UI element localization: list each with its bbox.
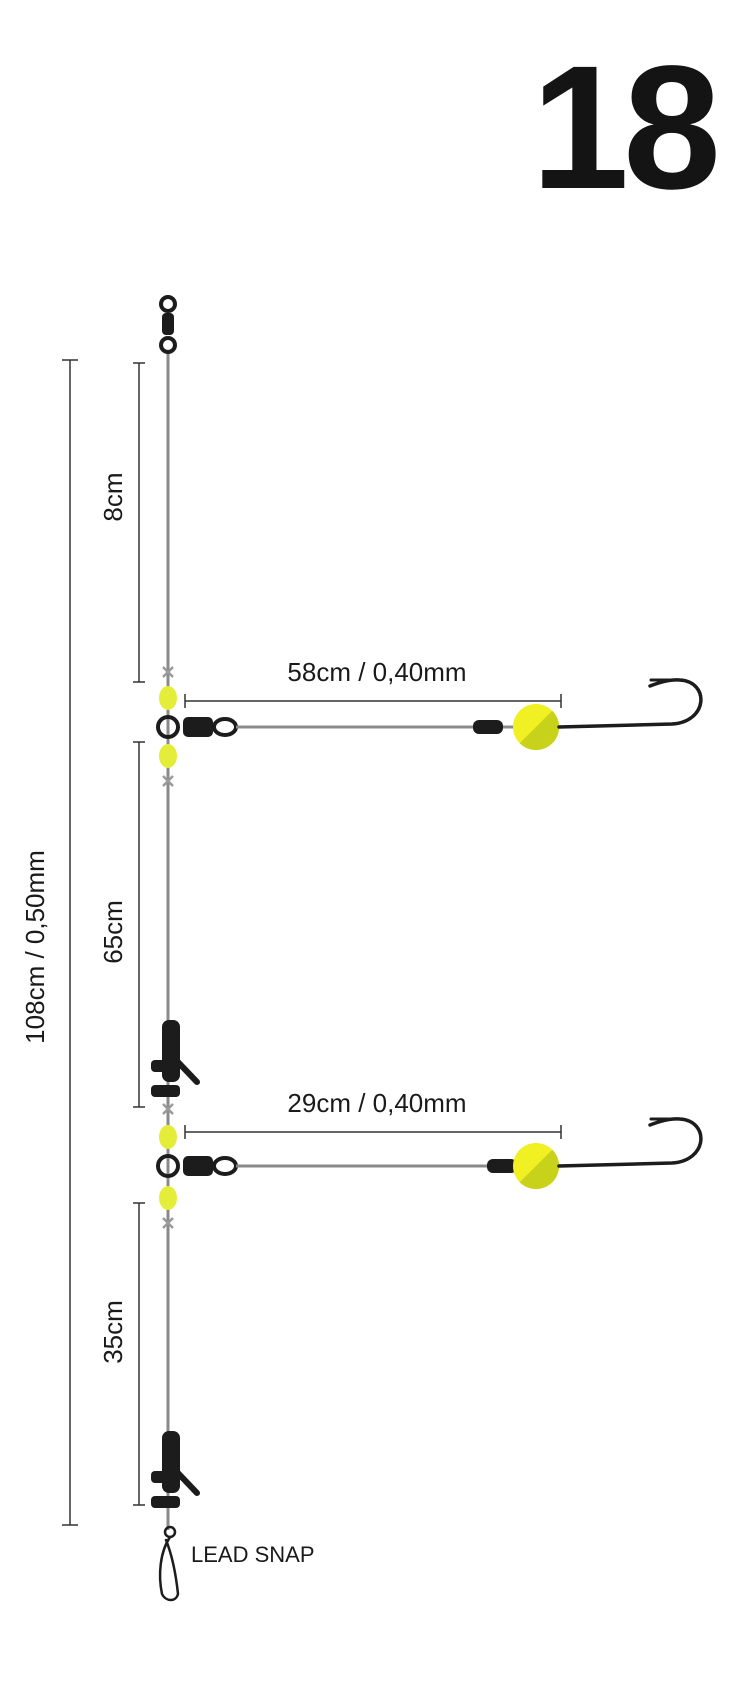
stop-knot-icon (162, 1217, 174, 1229)
total-length-dimension (62, 359, 78, 1526)
swivel-icon (159, 295, 177, 354)
section-middle-label: 65cm (98, 900, 128, 964)
three-way-swivel-icon (156, 715, 238, 739)
stop-knot-icon (162, 1103, 174, 1115)
float-bead-icon (513, 1143, 560, 1190)
upper-snood-label: 58cm / 0,40mm (287, 657, 466, 687)
bead-icon (159, 1186, 177, 1210)
total-length-label: 108cm / 0,50mm (20, 850, 50, 1044)
stop-knot-icon (162, 666, 174, 678)
rig-number: 18 (531, 30, 716, 226)
crimp-icon (487, 1159, 517, 1173)
lead-snap-icon (158, 1525, 180, 1602)
lower-snood-dimension (184, 1125, 562, 1139)
lower-snood-label: 29cm / 0,40mm (287, 1088, 466, 1118)
crimp-icon (473, 720, 503, 734)
hook-icon (557, 1117, 703, 1168)
section-bottom-dimension (133, 1202, 145, 1506)
section-top-dimension (133, 362, 145, 683)
bead-icon (159, 1125, 177, 1149)
three-way-swivel-icon (156, 1154, 238, 1178)
lead-snap-label: LEAD SNAP (191, 1542, 315, 1567)
section-top-label: 8cm (98, 472, 128, 521)
float-bead-icon (513, 704, 560, 751)
clip-icon (151, 1020, 200, 1097)
bead-icon (159, 686, 177, 710)
stop-knot-icon (162, 775, 174, 787)
section-middle-dimension (133, 741, 145, 1108)
hook-icon (557, 678, 703, 729)
upper-snood-dimension (184, 694, 562, 708)
section-bottom-label: 35cm (98, 1300, 128, 1364)
clip-icon (151, 1431, 200, 1508)
bead-icon (159, 744, 177, 768)
